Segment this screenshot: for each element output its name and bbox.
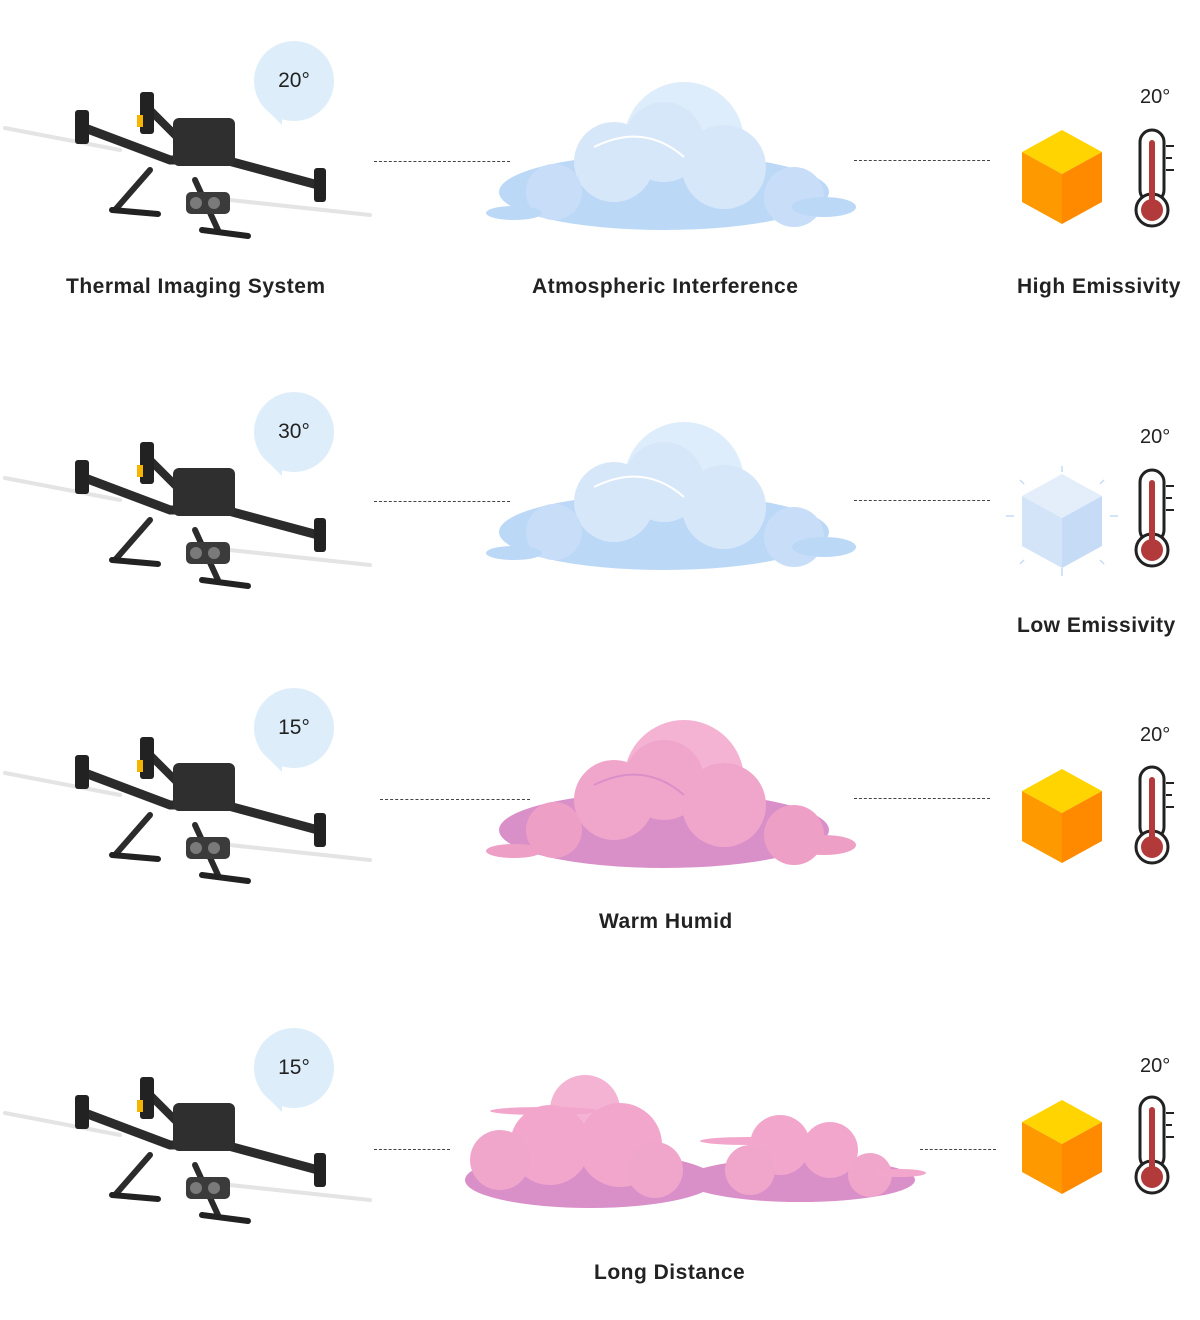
drone-temp-bubble: 15° bbox=[254, 1028, 334, 1108]
label-low-emissivity: Low Emissivity bbox=[1017, 614, 1176, 637]
target-temp: 20° bbox=[1140, 724, 1171, 746]
dashed-connector-right bbox=[854, 798, 990, 799]
bubble-tail bbox=[268, 462, 282, 476]
thermometer-icon bbox=[1134, 1095, 1174, 1195]
thermometer-icon bbox=[1134, 468, 1174, 568]
drone-icon bbox=[3, 442, 372, 589]
dashed-connector-left bbox=[374, 161, 510, 162]
drone-icon bbox=[3, 92, 372, 239]
drone-temp-value: 15° bbox=[278, 1056, 310, 1079]
target-temp: 20° bbox=[1140, 86, 1171, 108]
cube-icon bbox=[1006, 466, 1118, 576]
label-thermal-imaging-system: Thermal Imaging System bbox=[66, 275, 326, 298]
thermometer-icon bbox=[1134, 128, 1174, 228]
dashed-connector-right bbox=[854, 160, 990, 161]
dashed-connector-right bbox=[854, 500, 990, 501]
drone-icon bbox=[3, 737, 372, 884]
thermometer-icon bbox=[1134, 765, 1174, 865]
drone-temp-bubble: 30° bbox=[254, 392, 334, 472]
drone-icon bbox=[3, 1077, 372, 1224]
drone-temp-bubble: 20° bbox=[254, 41, 334, 121]
drone-temp-bubble: 15° bbox=[254, 688, 334, 768]
row-low-emissivity: 30° 20° Low Emissivity bbox=[0, 350, 1200, 650]
target-temp: 20° bbox=[1140, 426, 1171, 448]
label-long-distance: Long Distance bbox=[594, 1261, 746, 1284]
cloud-icon bbox=[465, 1075, 926, 1208]
row-warm-humid: 15° 20° Warm Humid bbox=[0, 645, 1200, 945]
dashed-connector-right bbox=[920, 1149, 996, 1150]
bubble-tail bbox=[268, 1098, 282, 1112]
drone-temp-value: 20° bbox=[278, 69, 310, 92]
dashed-connector-left bbox=[374, 501, 510, 502]
dashed-connector-left bbox=[374, 1149, 450, 1150]
label-atmospheric-interference: Atmospheric Interference bbox=[532, 275, 799, 298]
row-long-distance: 15° 20° Long Distance bbox=[0, 985, 1200, 1305]
cube-icon bbox=[1022, 1100, 1102, 1194]
bubble-tail bbox=[268, 111, 282, 125]
dashed-connector-left bbox=[380, 799, 530, 800]
label-warm-humid: Warm Humid bbox=[599, 910, 733, 933]
cloud-icon bbox=[486, 422, 856, 570]
bubble-tail bbox=[268, 758, 282, 772]
drone-temp-value: 15° bbox=[278, 716, 310, 739]
drone-temp-value: 30° bbox=[278, 420, 310, 443]
cube-icon bbox=[1022, 769, 1102, 863]
cloud-icon bbox=[486, 720, 856, 868]
cloud-icon bbox=[486, 82, 856, 230]
label-high-emissivity: High Emissivity bbox=[1017, 275, 1181, 298]
cube-icon bbox=[1022, 130, 1102, 224]
target-temp: 20° bbox=[1140, 1055, 1171, 1077]
row-high-emissivity: 20° 20° Thermal Imaging System Atmospher… bbox=[0, 0, 1200, 330]
